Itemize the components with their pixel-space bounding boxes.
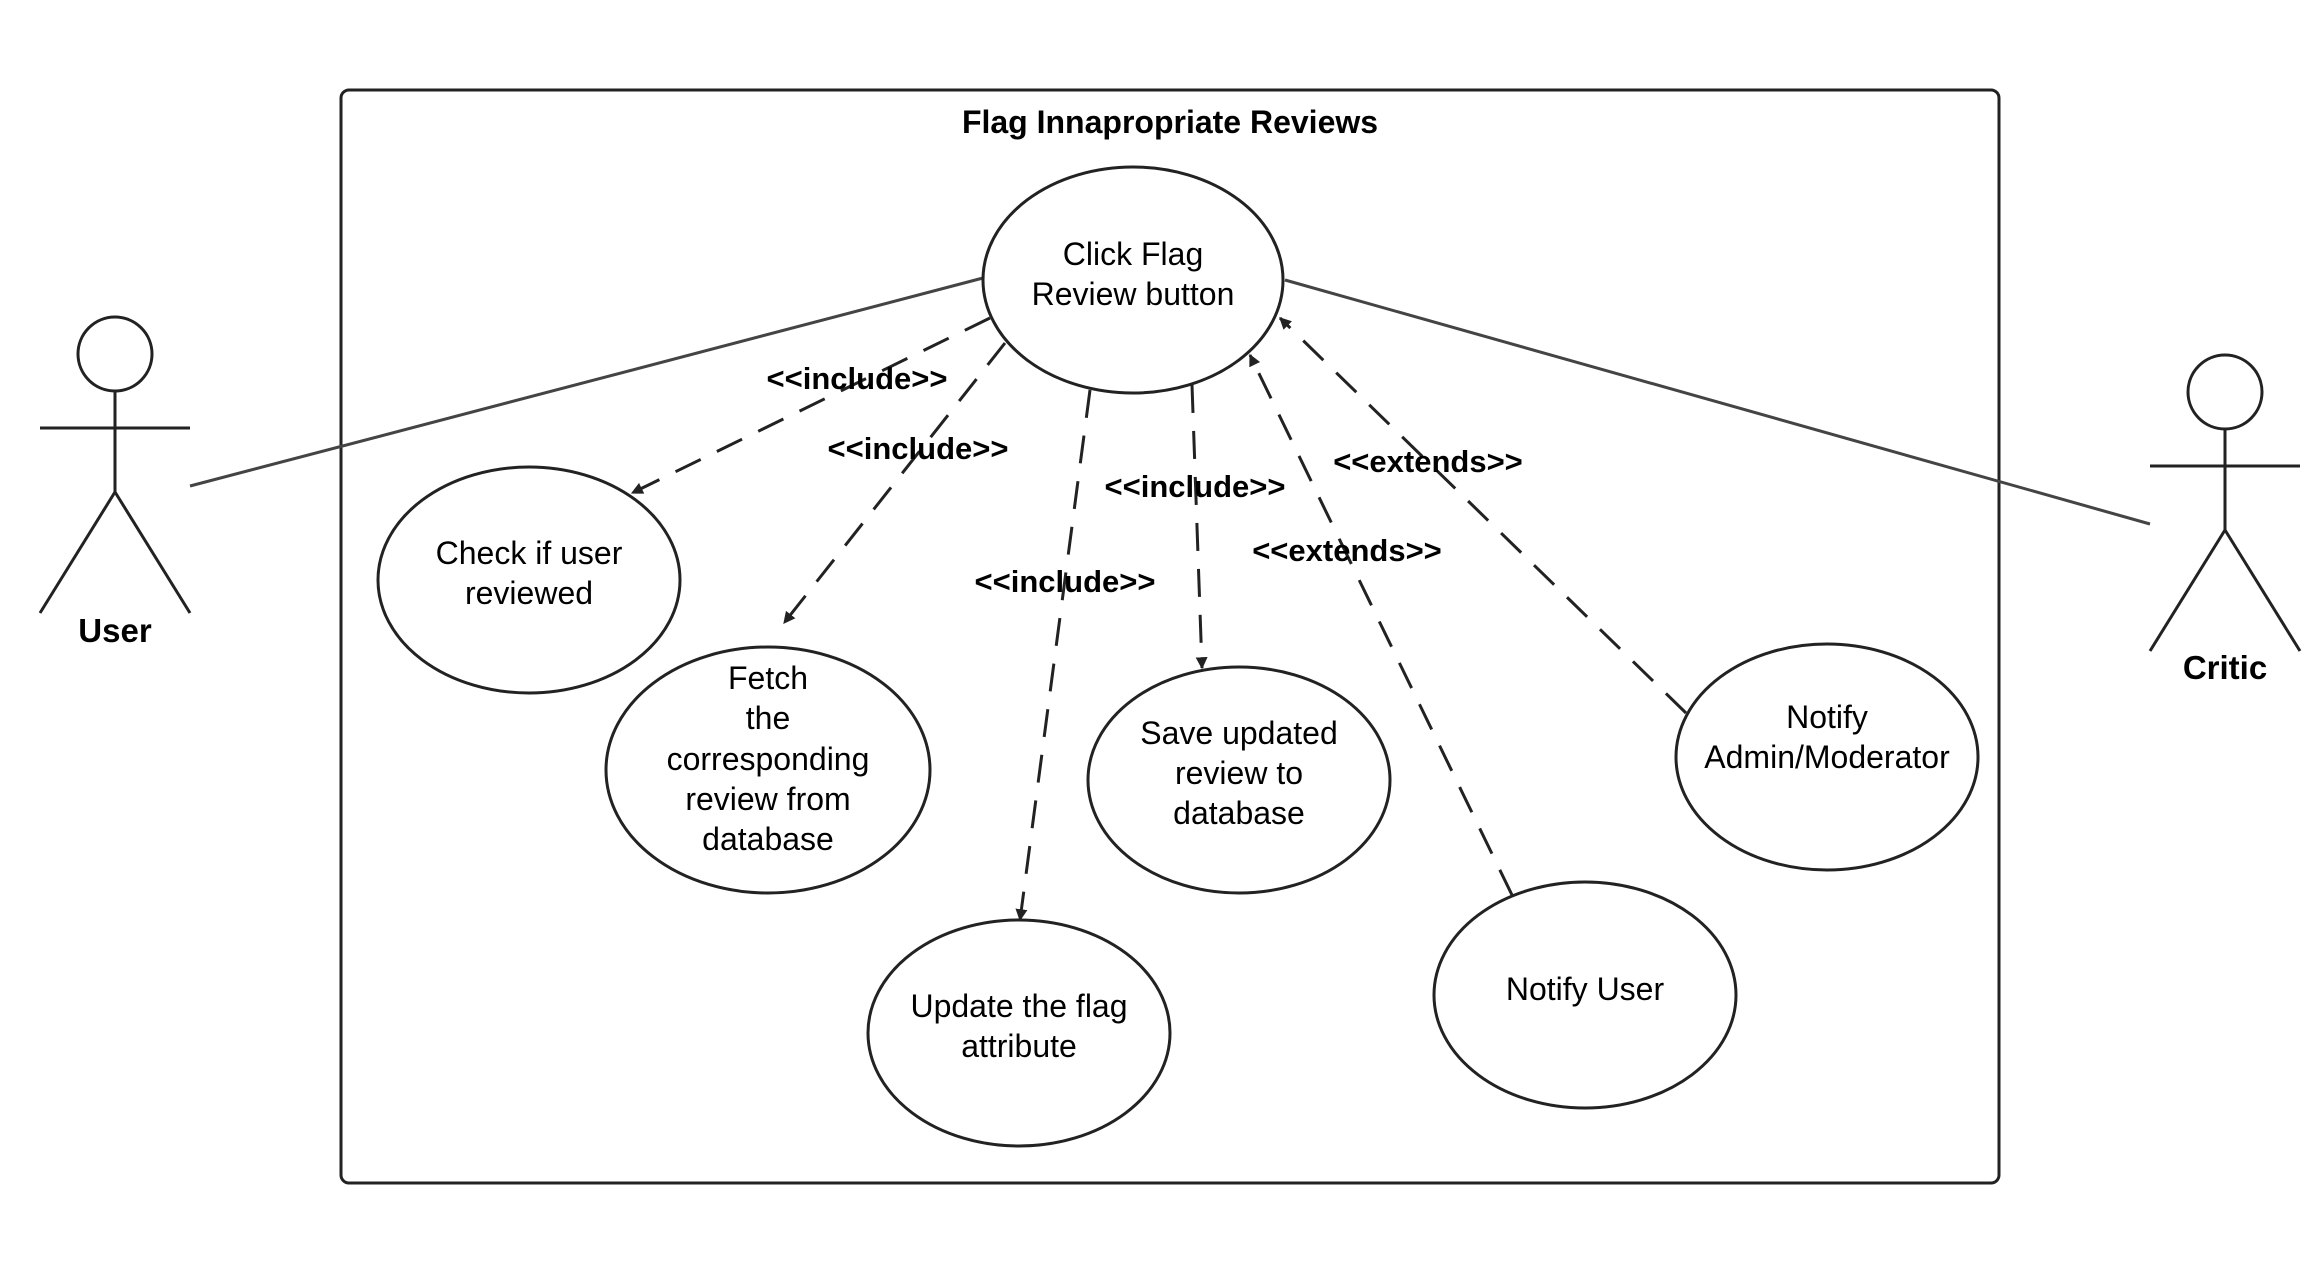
svg-text:Click Flag: Click Flag — [1063, 236, 1203, 272]
actor-user-label: User — [78, 612, 152, 649]
extends-line-notify-admin — [1278, 316, 1688, 715]
use-case-update-flag: Update the flag attribute — [866, 918, 1172, 1148]
include-line-update — [1015, 389, 1092, 922]
svg-text:Fetch: Fetch — [728, 660, 808, 696]
svg-text:review to: review to — [1175, 755, 1303, 791]
include-label-fetch: <<include>> — [828, 431, 1009, 466]
actor-user-head — [76, 315, 154, 393]
use-case-notify-admin: Notify Admin/Moderator — [1674, 642, 1980, 872]
svg-text:database: database — [1173, 795, 1305, 831]
use-case-fetch-review: Fetch the corresponding review from data… — [604, 645, 932, 895]
svg-text:attribute: attribute — [961, 1028, 1077, 1064]
svg-text:review from: review from — [685, 781, 850, 817]
extends-label-notify-admin: <<extends>> — [1333, 444, 1523, 479]
svg-text:the: the — [746, 700, 790, 736]
svg-text:Update the flag: Update the flag — [910, 988, 1127, 1024]
svg-text:Admin/Moderator: Admin/Moderator — [1704, 739, 1950, 775]
svg-text:corresponding: corresponding — [667, 741, 870, 777]
extends-label-notify-user: <<extends>> — [1252, 533, 1442, 568]
association-critic-click — [1284, 278, 2151, 526]
svg-text:Check if user: Check if user — [436, 535, 623, 571]
actor-user — [38, 315, 192, 614]
include-label-update: <<include>> — [975, 564, 1156, 599]
use-case-click-flag: Click Flag Review button — [981, 165, 1285, 395]
svg-text:Save updated: Save updated — [1140, 715, 1338, 751]
use-case-check-user: Check if user reviewed — [376, 465, 682, 695]
actor-critic-label: Critic — [2183, 649, 2267, 686]
use-case-notify-user: Notify User — [1432, 880, 1738, 1110]
system-title: Flag Innapropriate Reviews — [962, 104, 1378, 140]
include-label-check: <<include>> — [767, 361, 948, 396]
actor-critic-head — [2186, 353, 2264, 431]
svg-text:Notify User: Notify User — [1506, 971, 1665, 1007]
include-line-check — [630, 316, 991, 495]
include-label-save: <<include>> — [1105, 469, 1286, 504]
association-user-click — [189, 276, 984, 488]
svg-text:Notify: Notify — [1786, 699, 1868, 735]
include-line-save — [1190, 384, 1208, 670]
svg-text:database: database — [702, 821, 834, 857]
use-case-save-review: Save updated review to database — [1086, 665, 1392, 895]
svg-text:Review button: Review button — [1032, 276, 1235, 312]
svg-text:reviewed: reviewed — [465, 575, 593, 611]
actor-critic — [2148, 353, 2302, 652]
extends-line-notify-user — [1248, 353, 1514, 896]
system-boundary — [339, 88, 2001, 1185]
include-line-fetch — [782, 342, 1007, 624]
